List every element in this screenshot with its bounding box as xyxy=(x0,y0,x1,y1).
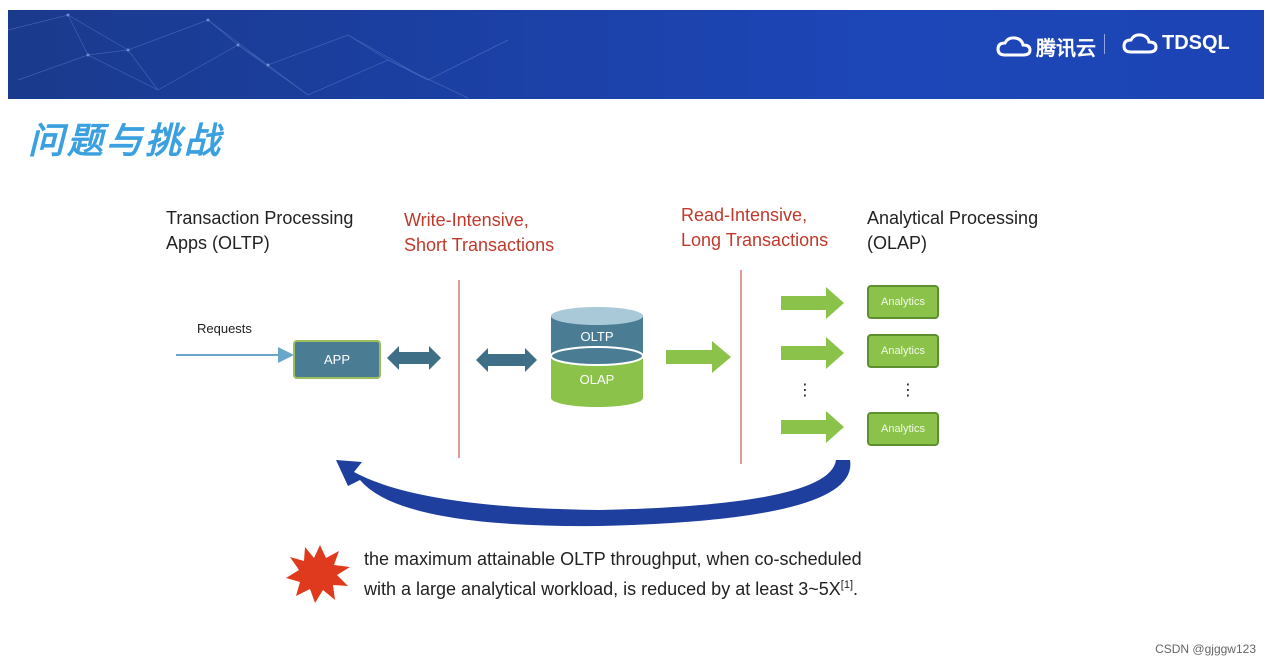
requests-label: Requests xyxy=(197,321,252,336)
header-banner xyxy=(8,10,1264,99)
brand-tencent-text: 腾讯云 xyxy=(1036,38,1096,60)
network-pattern xyxy=(8,13,509,99)
note-reference: [1] xyxy=(840,579,853,591)
note-end: . xyxy=(853,579,859,599)
oltp-title: Transaction Processing Apps (OLTP) xyxy=(166,208,354,253)
brand-tencent-cloud: 腾讯云 xyxy=(996,32,1096,61)
cloud-logo-icon xyxy=(1122,32,1158,53)
write-intensive-label: Write-Intensive, Short Transactions xyxy=(404,210,555,255)
database-cylinder-icon xyxy=(550,307,644,407)
red-starburst-icon xyxy=(286,545,350,603)
watermark: CSDN @gjggw123 xyxy=(1155,642,1256,656)
brand-tdsql-text: TDSQL xyxy=(1162,32,1230,54)
cloud-logo-icon xyxy=(996,35,1032,56)
analytics-box: Analytics xyxy=(867,412,939,446)
note-text: the maximum attainable OLTP throughput, … xyxy=(364,549,862,599)
ellipsis-dots: ⋮ xyxy=(797,382,813,399)
brand-tdsql: TDSQL xyxy=(1122,32,1230,55)
feedback-arrow-icon xyxy=(336,460,851,527)
double-arrow-app-icon xyxy=(387,346,441,370)
green-arrow-icon xyxy=(781,411,844,443)
ellipsis-dots: ⋮ xyxy=(900,382,916,399)
olap-title: Analytical Processing (OLAP) xyxy=(867,208,1039,253)
brand-divider xyxy=(1104,34,1105,54)
green-arrow-icon xyxy=(781,337,844,369)
green-arrow-icon xyxy=(666,341,731,373)
page-title: 问题与挑战 xyxy=(28,121,224,162)
app-box: APP xyxy=(293,340,381,379)
read-intensive-label: Read-Intensive, Long Transactions xyxy=(681,205,829,250)
analytics-box: Analytics xyxy=(867,285,939,319)
green-arrow-icon xyxy=(781,287,844,319)
db-olap-label: OLAP xyxy=(579,371,615,387)
db-oltp-label: OLTP xyxy=(580,328,614,344)
double-arrow-db-icon xyxy=(476,348,537,372)
analytics-box: Analytics xyxy=(867,334,939,368)
throughput-note: the maximum attainable OLTP throughput, … xyxy=(364,546,862,602)
